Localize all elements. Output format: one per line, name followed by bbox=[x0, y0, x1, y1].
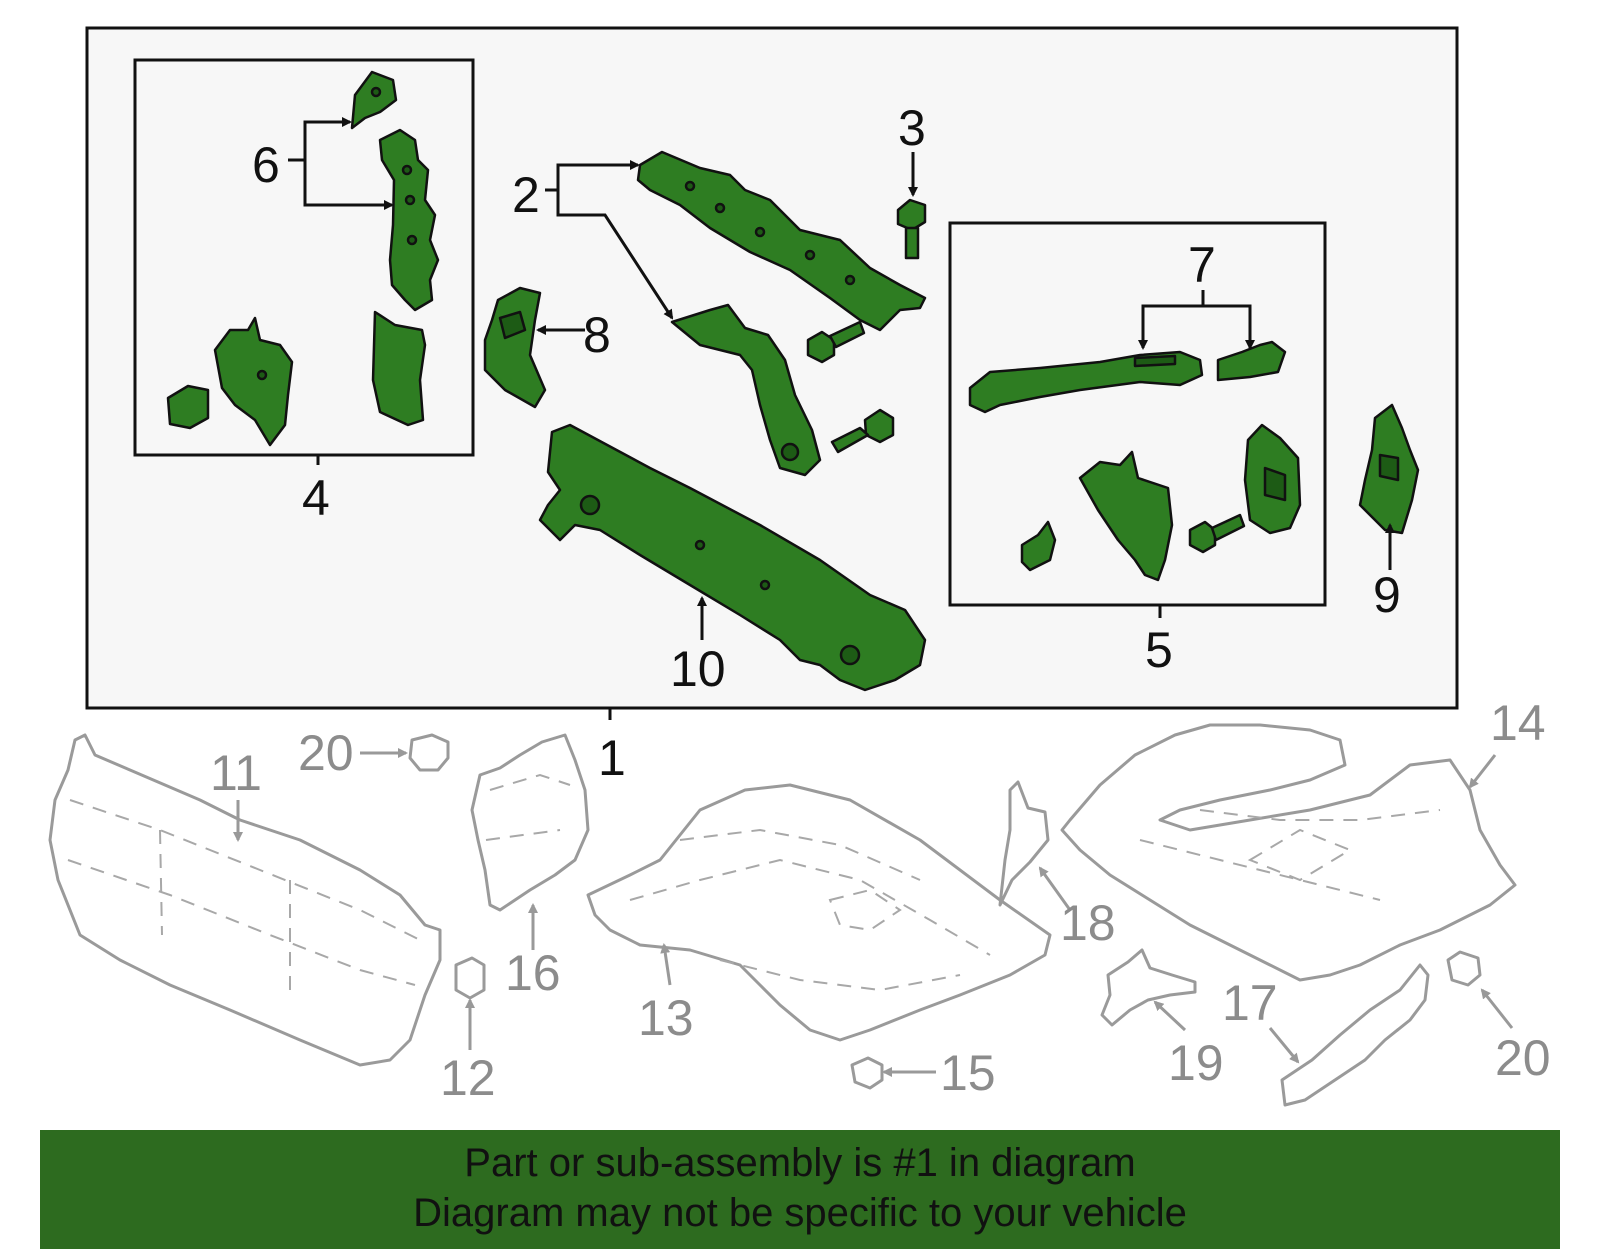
part-9-bracket[interactable] bbox=[1358, 403, 1420, 535]
part-4-bracket[interactable] bbox=[213, 316, 294, 447]
callout-16: 16 bbox=[505, 945, 561, 1001]
part-17-cover[interactable] bbox=[1280, 963, 1430, 1107]
callout-3: 3 bbox=[898, 100, 926, 156]
callout-13: 13 bbox=[638, 990, 694, 1046]
part-7-long-bracket[interactable] bbox=[968, 350, 1204, 414]
banner-line-1: Part or sub-assembly is #1 in diagram bbox=[464, 1141, 1136, 1185]
leader-19 bbox=[1153, 1000, 1187, 1032]
callout-6: 6 bbox=[252, 137, 280, 193]
callout-2: 2 bbox=[512, 167, 540, 223]
part-10-lower-rail[interactable] bbox=[538, 423, 927, 692]
clip-12[interactable] bbox=[454, 956, 486, 1000]
callout-1: 1 bbox=[598, 730, 626, 786]
leader-2b bbox=[556, 190, 674, 320]
callout-11: 11 bbox=[210, 745, 262, 801]
part-19-bracket[interactable] bbox=[1100, 948, 1197, 1027]
part-5-clip[interactable] bbox=[1020, 520, 1057, 572]
part-2-upper-rail[interactable] bbox=[636, 150, 927, 332]
callout-12: 12 bbox=[440, 1050, 496, 1106]
banner-line-2: Diagram may not be specific to your vehi… bbox=[413, 1191, 1187, 1235]
subassembly-box-5 bbox=[948, 221, 1327, 607]
callout-8: 8 bbox=[583, 307, 611, 363]
callout-4: 4 bbox=[302, 470, 330, 526]
callout-9: 9 bbox=[1373, 567, 1401, 623]
part-6-side-member[interactable] bbox=[378, 128, 440, 312]
callout-17: 17 bbox=[1222, 975, 1278, 1031]
callout-15: 15 bbox=[940, 1045, 996, 1101]
part-16-cover[interactable] bbox=[470, 733, 590, 912]
part-6-upper-bracket[interactable] bbox=[350, 70, 398, 130]
leader-14 bbox=[1468, 754, 1497, 789]
leader-7 bbox=[1141, 304, 1252, 346]
callout-19: 19 bbox=[1168, 1035, 1224, 1091]
callout-20-left: 20 bbox=[298, 725, 354, 781]
leader-2 bbox=[556, 160, 640, 190]
clip-20-right[interactable] bbox=[1446, 950, 1482, 987]
leader-6a bbox=[303, 117, 352, 160]
part-11-deflector[interactable] bbox=[48, 733, 442, 1067]
callout-10: 10 bbox=[670, 641, 726, 697]
part-4-plate[interactable] bbox=[371, 310, 427, 427]
clip-15[interactable] bbox=[850, 1056, 884, 1090]
leader-17 bbox=[1268, 1027, 1300, 1064]
info-banner: Part or sub-assembly is #1 in diagram Di… bbox=[40, 1130, 1560, 1249]
leader-13 bbox=[660, 943, 672, 986]
callout-5: 5 bbox=[1145, 622, 1173, 678]
bolt-a[interactable] bbox=[806, 320, 866, 364]
part-4-small-clip[interactable] bbox=[166, 384, 210, 430]
callout-14: 14 bbox=[1490, 695, 1546, 751]
part-8-bracket[interactable] bbox=[483, 286, 547, 409]
part-14-rear-cover[interactable] bbox=[1060, 723, 1517, 982]
leader-6b bbox=[303, 160, 394, 210]
part-5-bolt[interactable] bbox=[1188, 513, 1246, 554]
bolt-b[interactable] bbox=[830, 408, 895, 454]
clip-20-left[interactable] bbox=[408, 733, 450, 772]
part-5-bracket[interactable] bbox=[1078, 450, 1174, 582]
callout-20-right: 20 bbox=[1495, 1030, 1551, 1086]
callout-7: 7 bbox=[1188, 237, 1216, 293]
callout-18: 18 bbox=[1060, 895, 1116, 951]
part-18-bracket[interactable] bbox=[998, 780, 1050, 907]
part-13-undercover[interactable] bbox=[586, 783, 1052, 1042]
part-5-plate[interactable] bbox=[1243, 423, 1302, 535]
subassembly-box-4 bbox=[133, 58, 475, 457]
leader-20b bbox=[1480, 988, 1514, 1029]
leader-18 bbox=[1038, 866, 1072, 911]
bolt-3[interactable] bbox=[896, 198, 927, 260]
part-2-lower-arm[interactable] bbox=[670, 303, 822, 477]
